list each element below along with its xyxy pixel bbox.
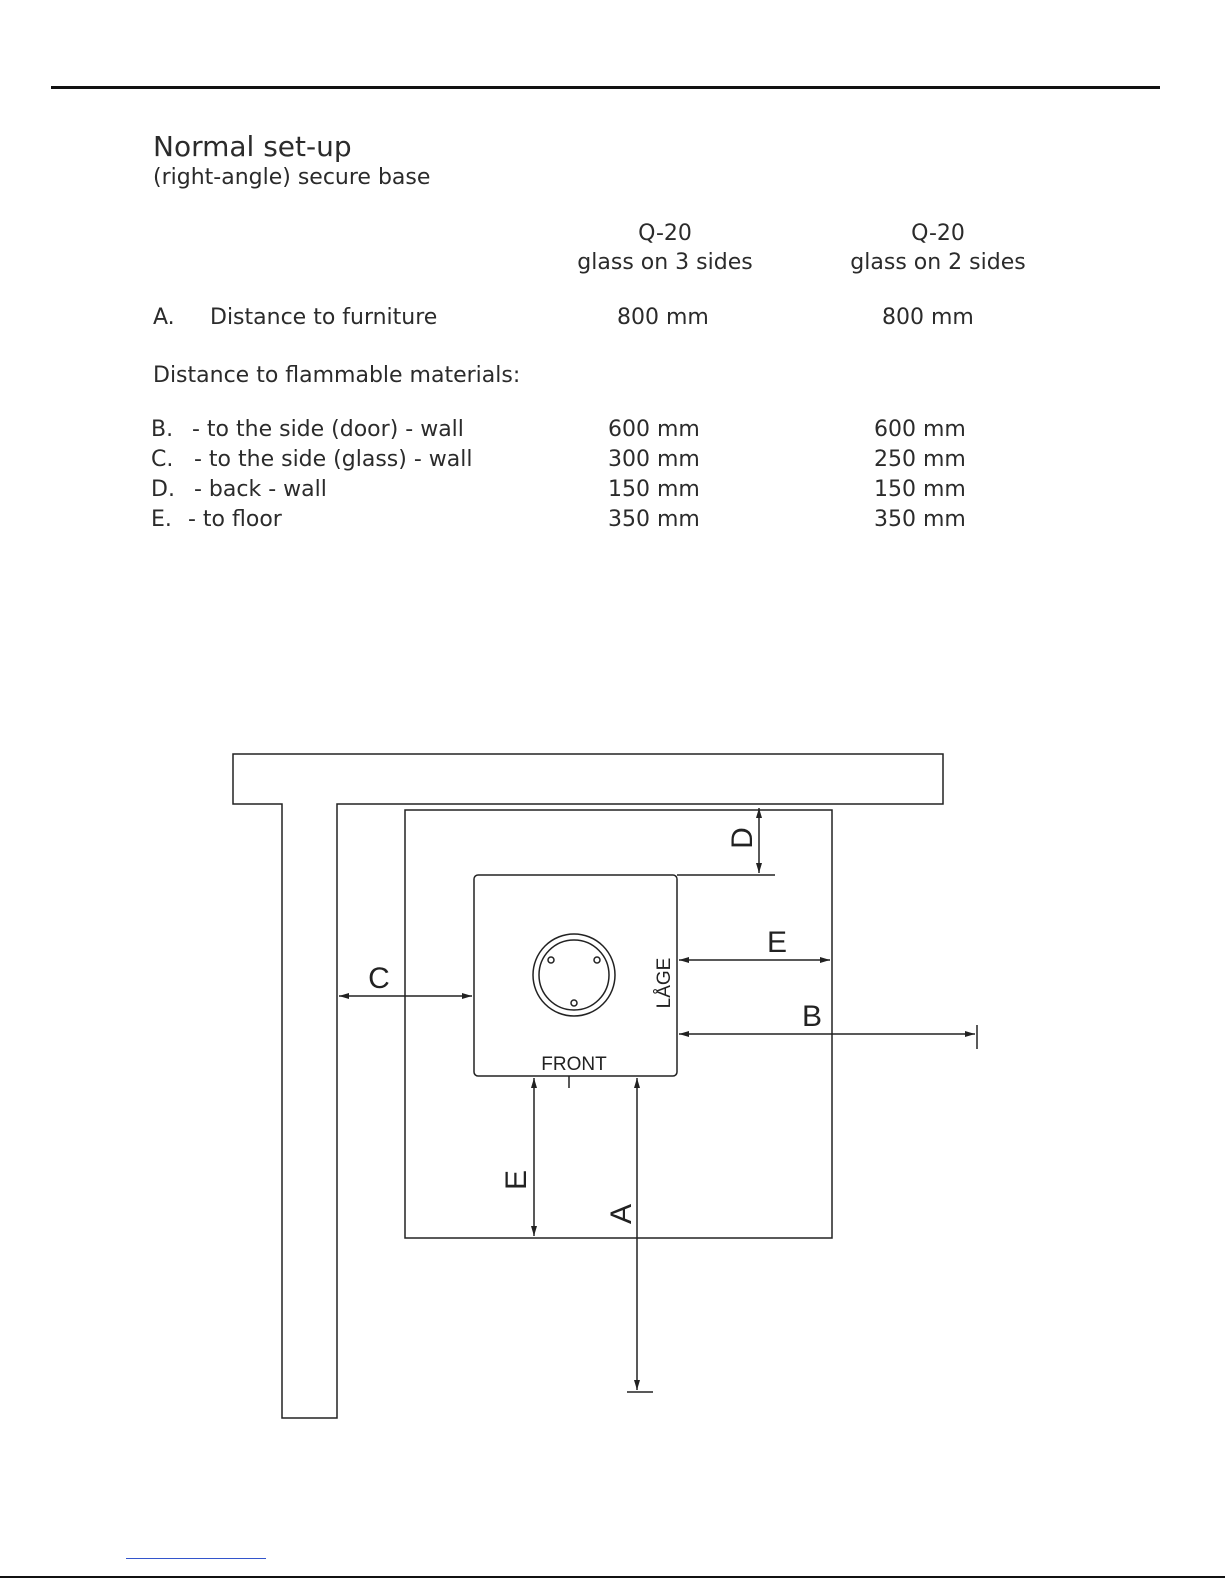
flammable-heading: Distance to flammable materials: — [153, 363, 521, 388]
label-b: B — [802, 1000, 822, 1033]
label-e-side: E — [767, 926, 787, 959]
flue-screw — [547, 956, 555, 964]
flue-screw — [570, 999, 578, 1007]
row-letter-c: C. — [151, 447, 174, 472]
row-letter-a: A. — [153, 305, 175, 330]
column-model: Q-20 — [911, 221, 965, 246]
row-value: 250 mm — [874, 447, 966, 472]
row-label: - back - wall — [194, 477, 327, 502]
row-label: - to the side (door) - wall — [192, 417, 464, 442]
row-letter-e: E. — [151, 507, 172, 532]
row-value: 800 mm — [882, 305, 974, 330]
label-d: D — [726, 827, 759, 849]
flue-inner — [538, 939, 610, 1011]
flue-screw — [593, 956, 601, 964]
row-letter-b: B. — [151, 417, 174, 442]
row-label: - to floor — [188, 507, 282, 532]
row-value: 600 mm — [874, 417, 966, 442]
column-variant: glass on 3 sides — [577, 250, 753, 275]
row-value: 300 mm — [608, 447, 700, 472]
column-variant: glass on 2 sides — [850, 250, 1026, 275]
row-label: - to the side (glass) - wall — [194, 447, 473, 472]
row-letter-d: D. — [151, 477, 175, 502]
front-text: FRONT — [541, 1054, 607, 1075]
row-value: 350 mm — [608, 507, 700, 532]
bottom-accent-line — [126, 1558, 266, 1559]
row-value: 150 mm — [874, 477, 966, 502]
row-value: 350 mm — [874, 507, 966, 532]
stove-body — [473, 874, 678, 1077]
label-c: C — [368, 962, 390, 995]
page-subtitle: (right-angle) secure base — [153, 165, 431, 190]
label-e-front: E — [500, 1170, 533, 1190]
row-label-furniture: Distance to furniture — [210, 305, 438, 330]
column-model: Q-20 — [638, 221, 692, 246]
row-value: 150 mm — [608, 477, 700, 502]
top-rule — [51, 86, 1160, 89]
wall-outline — [232, 753, 944, 1419]
flue-outer — [532, 933, 616, 1017]
floor-plate — [404, 809, 833, 1239]
label-a: A — [605, 1204, 638, 1224]
page-title: Normal set-up — [153, 130, 352, 163]
bottom-rule — [0, 1576, 1225, 1578]
row-value: 800 mm — [617, 305, 709, 330]
column-header-3-sides: Q-20 glass on 3 sides — [575, 219, 755, 277]
row-value: 600 mm — [608, 417, 700, 442]
door-text: LÅGE — [654, 958, 675, 1009]
column-header-2-sides: Q-20 glass on 2 sides — [848, 219, 1028, 277]
